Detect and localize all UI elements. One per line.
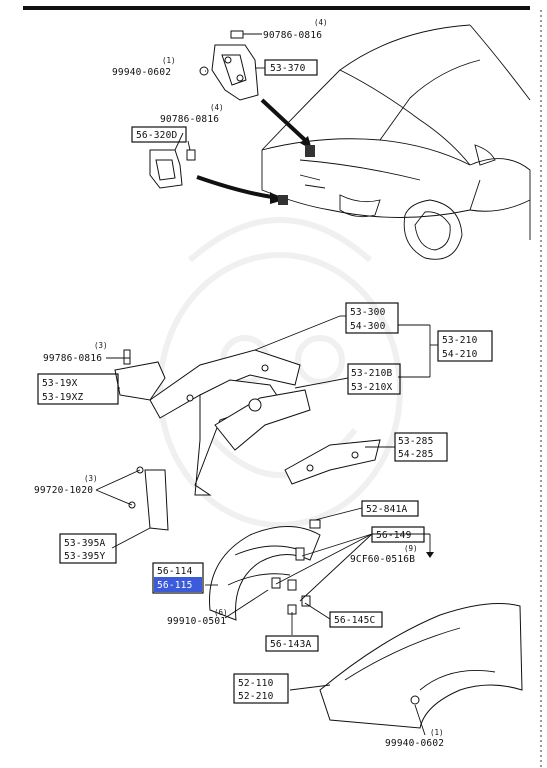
bracket-19x-drawing <box>114 349 166 401</box>
box-clip-143a <box>265 635 319 652</box>
label-nut-bottom[interactable]: 99940-0602 <box>385 738 444 749</box>
label-bolt-1020[interactable]: 99720-1020 <box>34 485 93 496</box>
bracket-370-drawing <box>211 44 259 101</box>
label-bolt-mid[interactable]: 90786-0816 <box>160 114 219 125</box>
label-panel-395-b[interactable]: 53-395Y <box>64 551 106 562</box>
label-stay-285-b[interactable]: 54-285 <box>398 449 434 460</box>
label-clip-143a[interactable]: 56-143A <box>270 639 312 650</box>
bolt-mid-drawing <box>186 149 196 161</box>
qty-bolt-top: (4) <box>314 18 328 27</box>
label-liner-115[interactable]: 56-115 <box>157 580 193 591</box>
box-clip-145c <box>329 611 383 628</box>
label-clip-145c[interactable]: 56-145C <box>334 615 375 626</box>
box-panel-395 <box>59 533 117 564</box>
label-bracket-19x-b[interactable]: 53-19XZ <box>42 392 84 403</box>
box-bracket-320d <box>131 126 187 143</box>
stay-285-drawing <box>284 439 381 485</box>
label-member-210b-b[interactable]: 53-210X <box>351 382 393 393</box>
qty-screw-0516b: (9) <box>404 544 418 553</box>
box-member-210 <box>437 330 493 362</box>
label-nut-0501[interactable]: 99910-0501 <box>167 616 226 627</box>
arrow-upper <box>260 98 307 142</box>
front-member-drawing <box>149 349 311 496</box>
qty-nut-bottom: (1) <box>430 728 444 737</box>
bracket-320d-drawing <box>149 149 183 189</box>
label-bolt-0816[interactable]: 99786-0816 <box>43 353 102 364</box>
label-bolt-top[interactable]: 90786-0816 <box>263 30 322 41</box>
label-bracket-320d[interactable]: 56-320D <box>136 130 178 141</box>
qty-bolt-mid: (4) <box>210 103 224 112</box>
box-bracket-19x <box>37 373 119 405</box>
box-clip-841a <box>361 500 419 517</box>
bolt-top-drawing <box>230 30 255 39</box>
label-fender-110-b[interactable]: 52-210 <box>238 691 274 702</box>
label-bracket-19x-a[interactable]: 53-19X <box>42 378 78 389</box>
box-stay-285 <box>394 432 448 462</box>
fender-drawing <box>319 602 523 729</box>
top-border <box>23 6 530 10</box>
box-member-210b <box>347 363 401 395</box>
box-member-300 <box>345 302 399 334</box>
label-member-300-a[interactable]: 53-300 <box>350 307 386 318</box>
car-mount-points <box>278 145 315 205</box>
box-liner-114 <box>152 562 204 594</box>
label-screw-0516b[interactable]: 9CF60-0516B <box>350 554 415 565</box>
label-clip-841a[interactable]: 52-841A <box>366 504 408 515</box>
clip-841a-drawing <box>309 519 321 529</box>
arrow-lower <box>196 175 273 199</box>
label-member-210-a[interactable]: 53-210 <box>442 335 478 346</box>
box-bracket-370 <box>264 59 318 76</box>
label-liner-114[interactable]: 56-114 <box>157 566 193 577</box>
label-bracket-370[interactable]: 53-370 <box>270 63 306 74</box>
label-panel-395-a[interactable]: 53-395A <box>64 538 106 549</box>
label-member-300-b[interactable]: 54-300 <box>350 321 386 332</box>
highlight-liner-115 <box>154 577 202 592</box>
qty-nut-top: (1) <box>162 56 176 65</box>
liner-drawing <box>209 526 321 621</box>
panel-395-drawing <box>128 466 169 531</box>
qty-bolt-0816: (3) <box>94 341 108 350</box>
label-member-210-b[interactable]: 54-210 <box>442 349 478 360</box>
label-stay-285-a[interactable]: 53-285 <box>398 436 434 447</box>
label-nut-top[interactable]: 99940-0602 <box>112 67 171 78</box>
label-clip-149[interactable]: 56-149 <box>376 530 412 541</box>
label-fender-110-a[interactable]: 52-110 <box>238 678 274 689</box>
leader-lines <box>95 33 438 736</box>
label-member-210b-a[interactable]: 53-210B <box>351 368 393 379</box>
box-clip-149 <box>371 526 425 543</box>
qty-bolt-1020: (3) <box>84 474 98 483</box>
qty-nut-0501: (6) <box>214 608 228 617</box>
car-illustration <box>261 24 531 260</box>
nut-top-drawing <box>199 66 209 76</box>
box-fender-110 <box>233 673 289 704</box>
arrow-0516b <box>426 552 434 558</box>
